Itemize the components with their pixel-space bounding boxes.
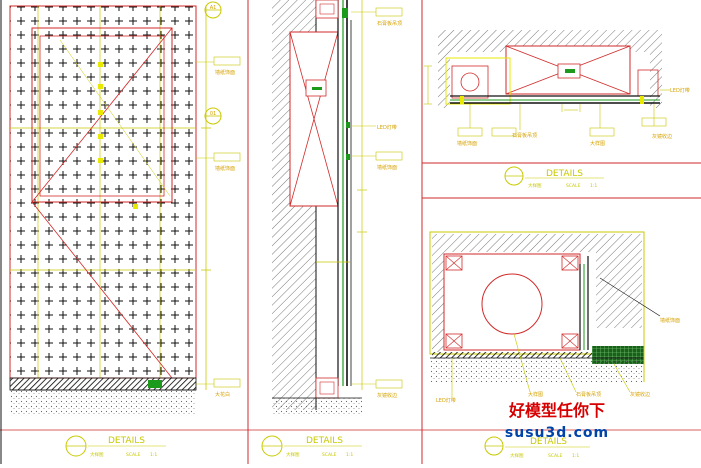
svg-text:A1: A1 bbox=[210, 5, 217, 11]
watermark-line2: susu3d.com bbox=[505, 425, 609, 441]
annotation-tag: 大花白 bbox=[196, 378, 241, 398]
annotation-tag: 石膏板吊顶 bbox=[351, 7, 403, 27]
annotation-tag: 墙纸饰面 bbox=[351, 151, 403, 171]
svg-text:DETAILS: DETAILS bbox=[306, 436, 343, 446]
plan-box bbox=[443, 253, 581, 351]
plan-detail-panel: 墙纸饰面 LED灯带 大样图 石膏板吊顶 灰镜收边 DETAILS bbox=[429, 231, 680, 459]
watermark: 好模型任你下 susu3d.com bbox=[505, 401, 609, 441]
svg-text:1:1: 1:1 bbox=[346, 452, 353, 458]
grid-lines bbox=[10, 6, 196, 378]
svg-text:墙纸饰面: 墙纸饰面 bbox=[377, 164, 397, 171]
annotation-tags: 墙纸饰面 墙纸饰面 大花白 bbox=[196, 56, 241, 398]
svg-text:SCALE: SCALE bbox=[322, 452, 337, 458]
floor-slab bbox=[10, 390, 196, 416]
annotation-tag: 大样图 bbox=[589, 104, 615, 147]
svg-text:SCALE: SCALE bbox=[566, 183, 581, 189]
svg-text:墙纸饰面: 墙纸饰面 bbox=[457, 140, 477, 147]
left-title-block: DETAILS 大样图 SCALE 1:1 bbox=[65, 435, 166, 458]
annotation-tag: 石膏板吊顶 bbox=[559, 357, 601, 398]
svg-text:灰镜收边: 灰镜收边 bbox=[377, 392, 397, 399]
svg-text:石膏板吊顶: 石膏板吊顶 bbox=[576, 391, 601, 398]
ceiling-tags: 墙纸饰面 石膏板吊顶 大样图 LED灯带 灰镜收边 bbox=[457, 87, 690, 147]
svg-text:大样图: 大样图 bbox=[528, 182, 542, 189]
svg-text:灰镜收边: 灰镜收边 bbox=[630, 391, 650, 398]
svg-text:石膏板吊顶: 石膏板吊顶 bbox=[377, 20, 402, 27]
annotation-tag: 灰镜收边 bbox=[613, 363, 650, 398]
section-tags: 石膏板吊顶 LED灯带 墙纸饰面 灰镜收边 bbox=[351, 7, 403, 399]
annotation-tag: LED灯带 bbox=[660, 87, 690, 94]
svg-text:1:1: 1:1 bbox=[590, 183, 597, 189]
baseboard-marker bbox=[148, 380, 162, 388]
top-right-title-block: DETAILS 大样图 SCALE 1:1 bbox=[504, 166, 604, 189]
svg-text:01: 01 bbox=[210, 111, 216, 117]
annotation-tag: 灰镜收边 bbox=[641, 104, 672, 140]
svg-text:SCALE: SCALE bbox=[548, 453, 563, 459]
svg-text:大样图: 大样图 bbox=[510, 452, 524, 459]
annotation-tag: 石膏板吊顶 bbox=[491, 104, 537, 139]
section-callout-top: A1 bbox=[204, 1, 222, 19]
svg-text:灰镜收边: 灰镜收边 bbox=[652, 133, 672, 140]
svg-text:大样图: 大样图 bbox=[286, 451, 300, 458]
guide-line bbox=[59, 39, 171, 197]
diagonal-line-lower bbox=[31, 201, 173, 379]
cross-pattern-wall bbox=[9, 5, 197, 379]
bottom-right-title-block: DETAILS 大样图 SCALE 1:1 bbox=[484, 436, 590, 459]
svg-text:SCALE: SCALE bbox=[126, 452, 141, 458]
svg-text:LED灯带: LED灯带 bbox=[436, 397, 456, 404]
dimension-chain bbox=[201, 6, 211, 390]
svg-text:大样图: 大样图 bbox=[528, 391, 543, 398]
svg-text:墙纸饰面: 墙纸饰面 bbox=[215, 69, 235, 76]
section-dimensions bbox=[316, 0, 367, 390]
svg-text:DETAILS: DETAILS bbox=[546, 169, 583, 179]
inner-frame-outer bbox=[31, 27, 173, 203]
svg-text:DETAILS: DETAILS bbox=[108, 436, 145, 446]
annotation-tag: LED灯带 bbox=[436, 358, 456, 404]
annotation-tag: 灰镜收边 bbox=[351, 379, 403, 399]
fixture-markers bbox=[98, 62, 138, 209]
watermark-line1: 好模型任你下 bbox=[508, 401, 605, 420]
annotation-tag: 墙纸饰面 bbox=[457, 104, 483, 147]
annotation-tag: 墙纸饰面 bbox=[196, 56, 241, 76]
round-fixture bbox=[481, 273, 543, 335]
svg-text:石膏板吊顶: 石膏板吊顶 bbox=[512, 132, 537, 139]
svg-text:大样图: 大样图 bbox=[590, 140, 605, 147]
section-callout-mid: 01 bbox=[204, 107, 222, 125]
svg-text:LED灯带: LED灯带 bbox=[670, 87, 690, 94]
section-panel: 石膏板吊顶 LED灯带 墙纸饰面 灰镜收边 DETAILS 大样图 bbox=[261, 0, 403, 458]
panel-structure bbox=[337, 0, 352, 386]
svg-text:DETAILS: DETAILS bbox=[530, 437, 567, 447]
elevation-panel: A1 01 墙纸饰面 墙纸饰面 大花白 bbox=[9, 1, 241, 458]
svg-text:墙纸饰面: 墙纸饰面 bbox=[215, 165, 235, 172]
svg-text:大花白: 大花白 bbox=[215, 391, 230, 398]
plan-tags: 墙纸饰面 LED灯带 大样图 石膏板吊顶 灰镜收边 bbox=[436, 317, 680, 404]
svg-text:墙纸饰面: 墙纸饰面 bbox=[660, 317, 680, 324]
inner-frame bbox=[39, 35, 165, 197]
annotation-tag: LED灯带 bbox=[351, 124, 397, 131]
svg-text:大样图: 大样图 bbox=[90, 451, 104, 458]
annotation-tag: 大样图 bbox=[513, 333, 543, 398]
svg-text:1:1: 1:1 bbox=[572, 453, 579, 459]
svg-text:LED灯带: LED灯带 bbox=[377, 124, 397, 131]
ceiling-detail-panel: 墙纸饰面 石膏板吊顶 大样图 LED灯带 灰镜收边 bbox=[424, 30, 690, 189]
svg-text:1:1: 1:1 bbox=[150, 452, 157, 458]
baseboard-hatch bbox=[9, 377, 197, 391]
annotation-tag: 墙纸饰面 bbox=[196, 152, 241, 172]
middle-title-block: DETAILS 大样图 SCALE 1:1 bbox=[261, 435, 362, 458]
